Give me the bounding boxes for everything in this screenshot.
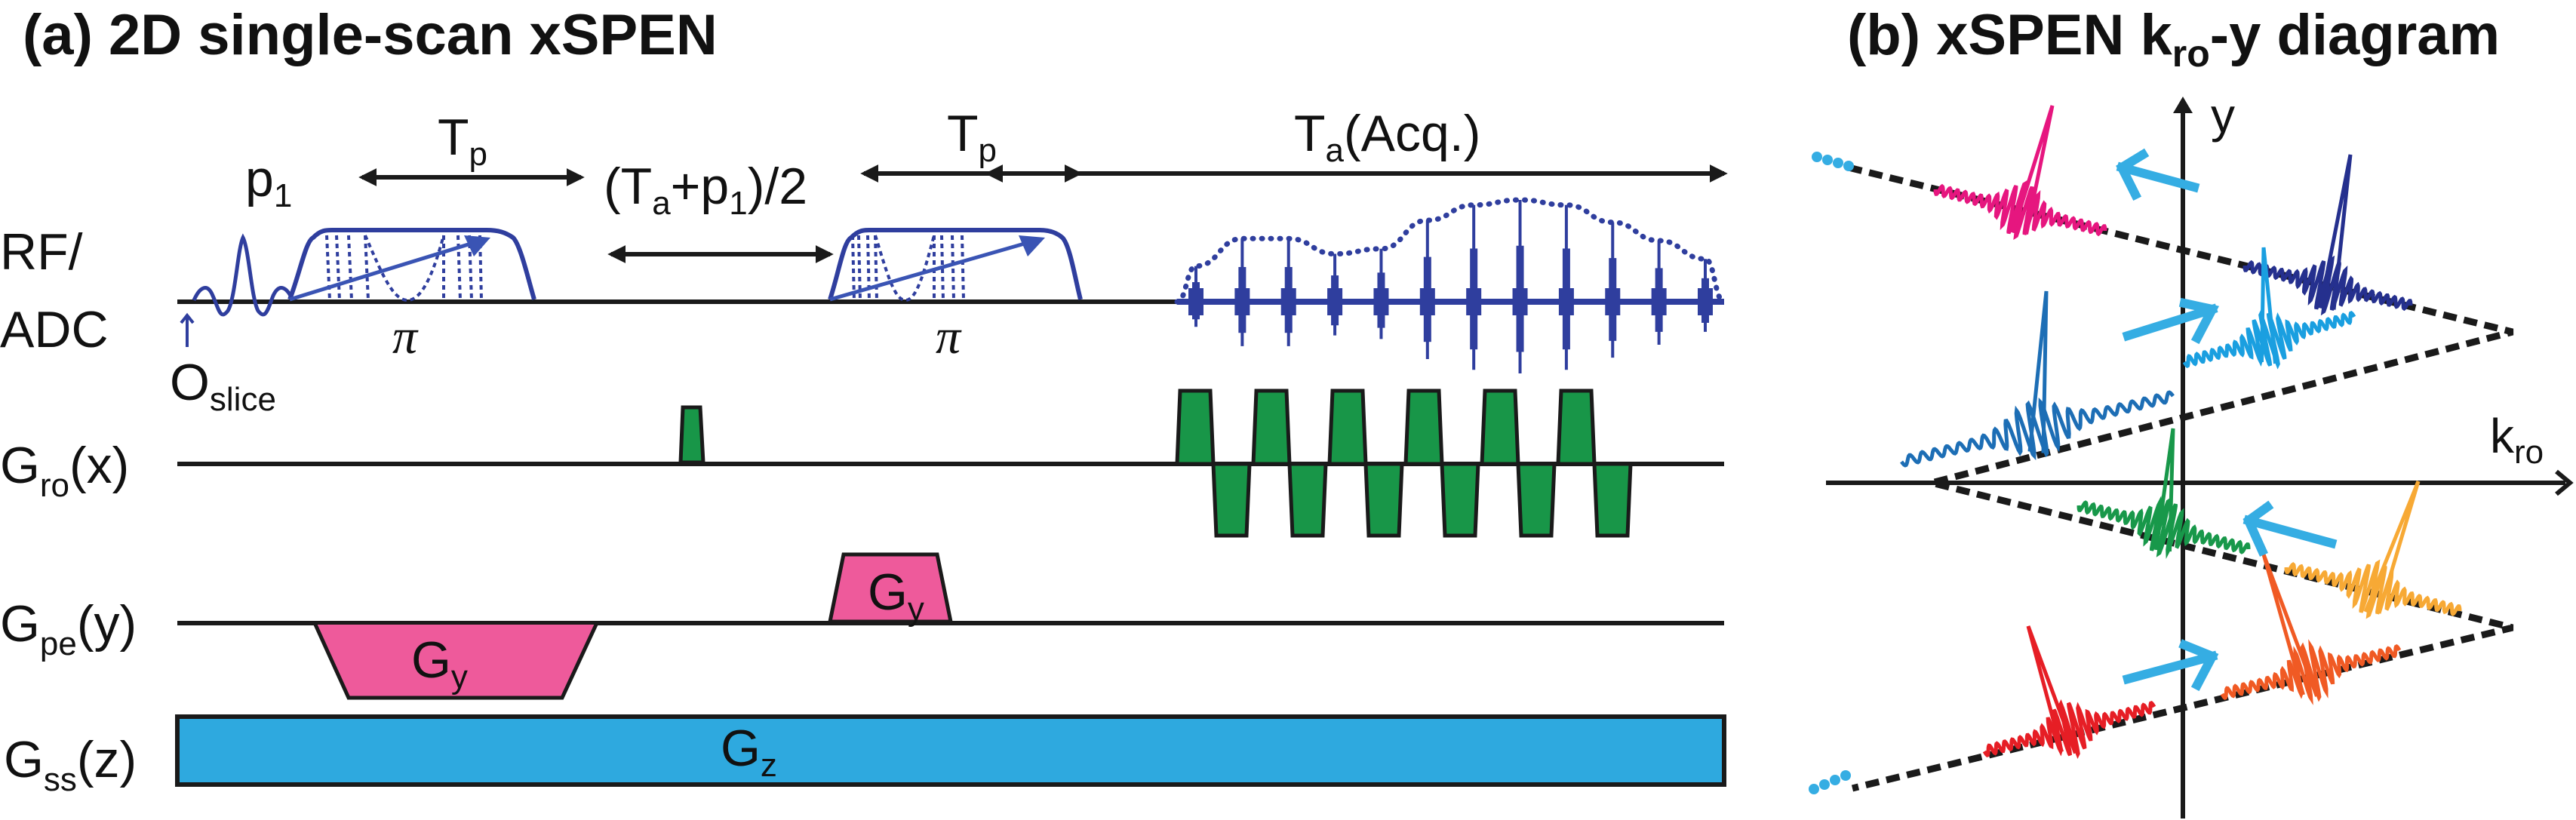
gro-lobe-negative [1516, 462, 1557, 538]
gro-lobe-positive [1556, 389, 1597, 466]
kro-axis-label: kro [2490, 409, 2544, 471]
acquisition-echo [1280, 238, 1296, 346]
gro-lobe-positive [1251, 389, 1292, 466]
direction-arrow-left-1 [2116, 148, 2200, 201]
y-axis-arrowhead-icon [2173, 97, 2193, 113]
gro-lobe-positive [1480, 389, 1520, 466]
chirp-sweep-arrow-2 [829, 238, 1038, 302]
delay-label: (Ta+p1)/2 [604, 158, 807, 222]
tp-label-2: Tp [947, 105, 997, 169]
acquisition-echo [1234, 238, 1250, 346]
pi-label-1: π [392, 309, 419, 364]
segment-1 [1933, 105, 2107, 240]
segment-4 [1900, 290, 2175, 468]
gpe-label: Gpe(y) [0, 595, 137, 662]
gy-label-1: Gy [411, 631, 468, 696]
acquisition-echo [1327, 253, 1343, 336]
segment-6 [2284, 481, 2462, 619]
chirp-sweep-arrowhead-2-icon [1019, 235, 1045, 256]
gro-lobe-negative [1363, 462, 1404, 538]
gss-label: Gss(z) [4, 731, 137, 798]
k-space-echoes [1900, 105, 2462, 760]
gro-blip [678, 405, 705, 465]
gro-readout-train [1175, 389, 1633, 538]
chirp-pulse-2 [828, 228, 1083, 303]
oslice-label: Oslice [170, 354, 276, 418]
gy-label-2: Gy [868, 564, 924, 628]
segment-3 [2182, 247, 2356, 370]
chirp-sweep-arrowhead-1-icon [464, 235, 490, 256]
acquisition-envelope [1174, 197, 1727, 305]
gss-slice-gradient [175, 714, 1726, 787]
gpe-lobe-negative [313, 623, 598, 700]
gro-lobe-negative [1287, 462, 1328, 538]
gro-lobe-negative [1440, 462, 1480, 538]
continuation-dots-top [1812, 152, 1854, 171]
continuation-dots-bottom [1809, 770, 1851, 794]
direction-arrow-left-2 [2242, 500, 2338, 557]
acquisition-echo [1605, 222, 1621, 358]
gpe-lobe-positive [827, 552, 954, 624]
gro-lobe-negative [1211, 462, 1252, 538]
rf-label: RF/ [0, 223, 83, 281]
acquisition-echo [1698, 259, 1713, 332]
acquisition-echo [1512, 200, 1528, 373]
segment-2 [2242, 154, 2413, 316]
gro-label: Gro(x) [0, 437, 129, 504]
pi-label-2: π [936, 309, 962, 364]
gro-lobe-negative [1592, 462, 1633, 538]
acquisition-echo [1651, 241, 1667, 345]
panel-b: (b) xSPEN kro-y diagram y kro [1809, 3, 2574, 818]
y-axis-label: y [2211, 88, 2235, 143]
adc-label: ADC [0, 301, 109, 358]
segment-8 [1982, 625, 2156, 760]
ta-label: Ta(Acq.) [1294, 105, 1480, 169]
kro-axis-arrowhead-icon [2555, 469, 2574, 496]
panel-a-title: (a) 2D single-scan xSPEN [23, 3, 718, 67]
gro-lobe-positive [1327, 389, 1368, 466]
gro-lobe-positive [1175, 389, 1216, 466]
chirp-sweep-arrow-1 [289, 238, 484, 302]
direction-arrow-right-2 [2122, 639, 2219, 692]
tp-label-1: Tp [438, 109, 487, 173]
segment-5 [2076, 428, 2251, 559]
chirp-pulse-1 [287, 228, 536, 303]
panel-a: (a) 2D single-scan xSPEN RF/ ADC Gro(x) … [0, 3, 1728, 798]
acquisition-echo [1419, 220, 1435, 359]
acquisition-echo [1466, 204, 1482, 370]
gz-label: Gz [721, 720, 777, 784]
direction-arrow-right-1 [2122, 297, 2219, 345]
acquisition-echo [1188, 266, 1203, 327]
acquisition-echo [1373, 248, 1389, 339]
p1-sinc-pulse [192, 233, 295, 317]
acquisition-echoes [1177, 200, 1724, 373]
panel-b-title: (b) xSPEN kro-y diagram [1847, 3, 2500, 75]
p1-label: p1 [245, 150, 292, 214]
gro-lobe-positive [1403, 389, 1444, 466]
acquisition-echo [1558, 204, 1574, 370]
oslice-arrowhead-icon [180, 312, 195, 324]
